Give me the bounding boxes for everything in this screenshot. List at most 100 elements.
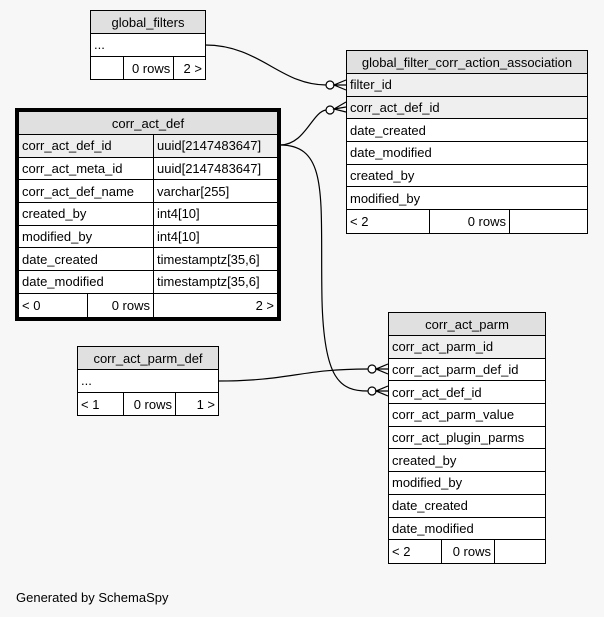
edge-corr-act-def-to-association	[279, 109, 327, 146]
column-row[interactable]: date_created	[347, 119, 587, 143]
children-link[interactable]: 2 >	[153, 293, 277, 317]
parents-link[interactable]: < 0	[22, 297, 41, 313]
column-row[interactable]: date_modified	[389, 518, 545, 541]
column-name: corr_act_parm_id	[392, 339, 494, 355]
column-name: filter_id	[350, 77, 392, 93]
column-row[interactable]: modified_by int4[10]	[19, 225, 277, 249]
column-name: corr_act_def_name	[22, 183, 135, 199]
edge-parm-def-to-parm	[217, 368, 369, 382]
table-name: corr_act_def	[111, 115, 185, 131]
edge-global-filters-to-association	[204, 44, 327, 86]
crowfoot-icon	[332, 101, 347, 113]
row-count: 0 rows	[122, 56, 174, 80]
table-title[interactable]: global_filters	[91, 11, 205, 34]
column-type: int4[10]	[153, 225, 277, 248]
table-title[interactable]: global_filter_corr_action_association	[347, 51, 587, 74]
children-link[interactable]: 1 >	[175, 392, 218, 416]
column-name: modified_by	[22, 229, 93, 245]
column-type: timestamptz[35,6]	[153, 271, 277, 293]
column-row[interactable]: created_by	[347, 165, 587, 188]
crowfoot-icon	[332, 79, 347, 91]
column-row[interactable]: corr_act_plugin_parms	[389, 427, 545, 450]
table-name: corr_act_parm_def	[93, 350, 203, 366]
column-row[interactable]: ...	[78, 370, 218, 393]
column-name: modified_by	[350, 190, 421, 206]
children-link[interactable]	[509, 210, 587, 233]
table-name: global_filters	[111, 14, 185, 30]
table-footer: < 2 0 rows	[389, 540, 545, 563]
column-type: int4[10]	[153, 203, 277, 225]
table-title[interactable]: corr_act_def	[19, 112, 277, 135]
parents-link[interactable]: < 1	[81, 396, 100, 412]
column-name: corr_act_meta_id	[22, 161, 123, 177]
children-link[interactable]: 2 >	[173, 56, 205, 80]
row-count: 0 rows	[87, 293, 153, 317]
edge-corr-act-def-to-parm	[279, 144, 369, 392]
crowfoot-icon	[374, 385, 389, 397]
column-name: corr_act_plugin_parms	[392, 430, 525, 446]
column-row[interactable]: corr_act_parm_def_id	[389, 359, 545, 382]
column-name: ...	[81, 373, 92, 389]
row-count: 0 rows	[123, 392, 175, 416]
parents-link[interactable]: < 2	[350, 213, 369, 229]
column-row[interactable]: corr_act_meta_id uuid[2147483647]	[19, 157, 277, 181]
column-name: corr_act_def_id	[350, 100, 440, 116]
column-name: date_modified	[22, 274, 104, 290]
generated-by-credit: Generated by SchemaSpy	[16, 590, 169, 605]
row-count: 0 rows	[429, 210, 509, 233]
column-row[interactable]: modified_by	[347, 187, 587, 211]
column-row[interactable]: modified_by	[389, 472, 545, 495]
column-name: date_modified	[350, 145, 432, 161]
column-row[interactable]: date_created	[389, 495, 545, 518]
column-name: created_by	[350, 168, 415, 184]
table-title[interactable]: corr_act_parm_def	[78, 347, 218, 370]
column-name: corr_act_def_id	[392, 384, 482, 400]
column-name: modified_by	[392, 475, 463, 491]
column-name: date_created	[392, 498, 468, 514]
column-name: ...	[94, 37, 105, 53]
row-count: 0 rows	[441, 540, 494, 563]
parents-link[interactable]	[91, 57, 123, 80]
column-type: uuid[2147483647]	[153, 157, 277, 180]
column-row[interactable]: date_modified timestamptz[35,6]	[19, 271, 277, 294]
crowfoot-icon	[374, 363, 389, 375]
table-title[interactable]: corr_act_parm	[389, 313, 545, 336]
column-row[interactable]: corr_act_def_id uuid[2147483647]	[19, 135, 277, 158]
column-row[interactable]: corr_act_def_name varchar[255]	[19, 180, 277, 204]
column-row[interactable]: corr_act_def_id	[389, 381, 545, 405]
column-row[interactable]: ...	[91, 34, 205, 57]
column-row[interactable]: date_created timestamptz[35,6]	[19, 248, 277, 272]
column-row[interactable]: corr_act_parm_value	[389, 404, 545, 427]
table-corr-act-parm[interactable]: corr_act_parm corr_act_parm_id corr_act_pa…	[388, 312, 546, 564]
children-link[interactable]	[494, 540, 545, 563]
column-name: date_modified	[392, 520, 474, 536]
column-name: corr_act_parm_def_id	[392, 362, 519, 378]
column-row[interactable]: corr_act_def_id	[347, 96, 587, 120]
column-row[interactable]: created_by	[389, 449, 545, 473]
column-row[interactable]: corr_act_parm_id	[389, 336, 545, 359]
column-name: created_by	[392, 452, 457, 468]
parents-link[interactable]: < 2	[392, 544, 411, 560]
column-row[interactable]: date_modified	[347, 142, 587, 165]
table-footer: < 2 0 rows	[347, 210, 587, 233]
column-name: date_created	[350, 122, 426, 138]
column-type: uuid[2147483647]	[153, 135, 277, 157]
column-row[interactable]: filter_id	[347, 74, 587, 97]
column-name: corr_act_def_id	[22, 138, 112, 154]
column-type: timestamptz[35,6]	[153, 248, 277, 271]
column-name: corr_act_parm_value	[392, 407, 515, 423]
table-name: global_filter_corr_action_association	[361, 54, 573, 70]
column-type: varchar[255]	[153, 180, 277, 203]
column-name: date_created	[22, 251, 98, 267]
column-name: created_by	[22, 206, 87, 222]
optional-many-icon	[325, 105, 335, 115]
table-corr-act-def[interactable]: corr_act_def corr_act_def_id uuid[21474836…	[15, 108, 281, 321]
column-row[interactable]: created_by int4[10]	[19, 203, 277, 226]
